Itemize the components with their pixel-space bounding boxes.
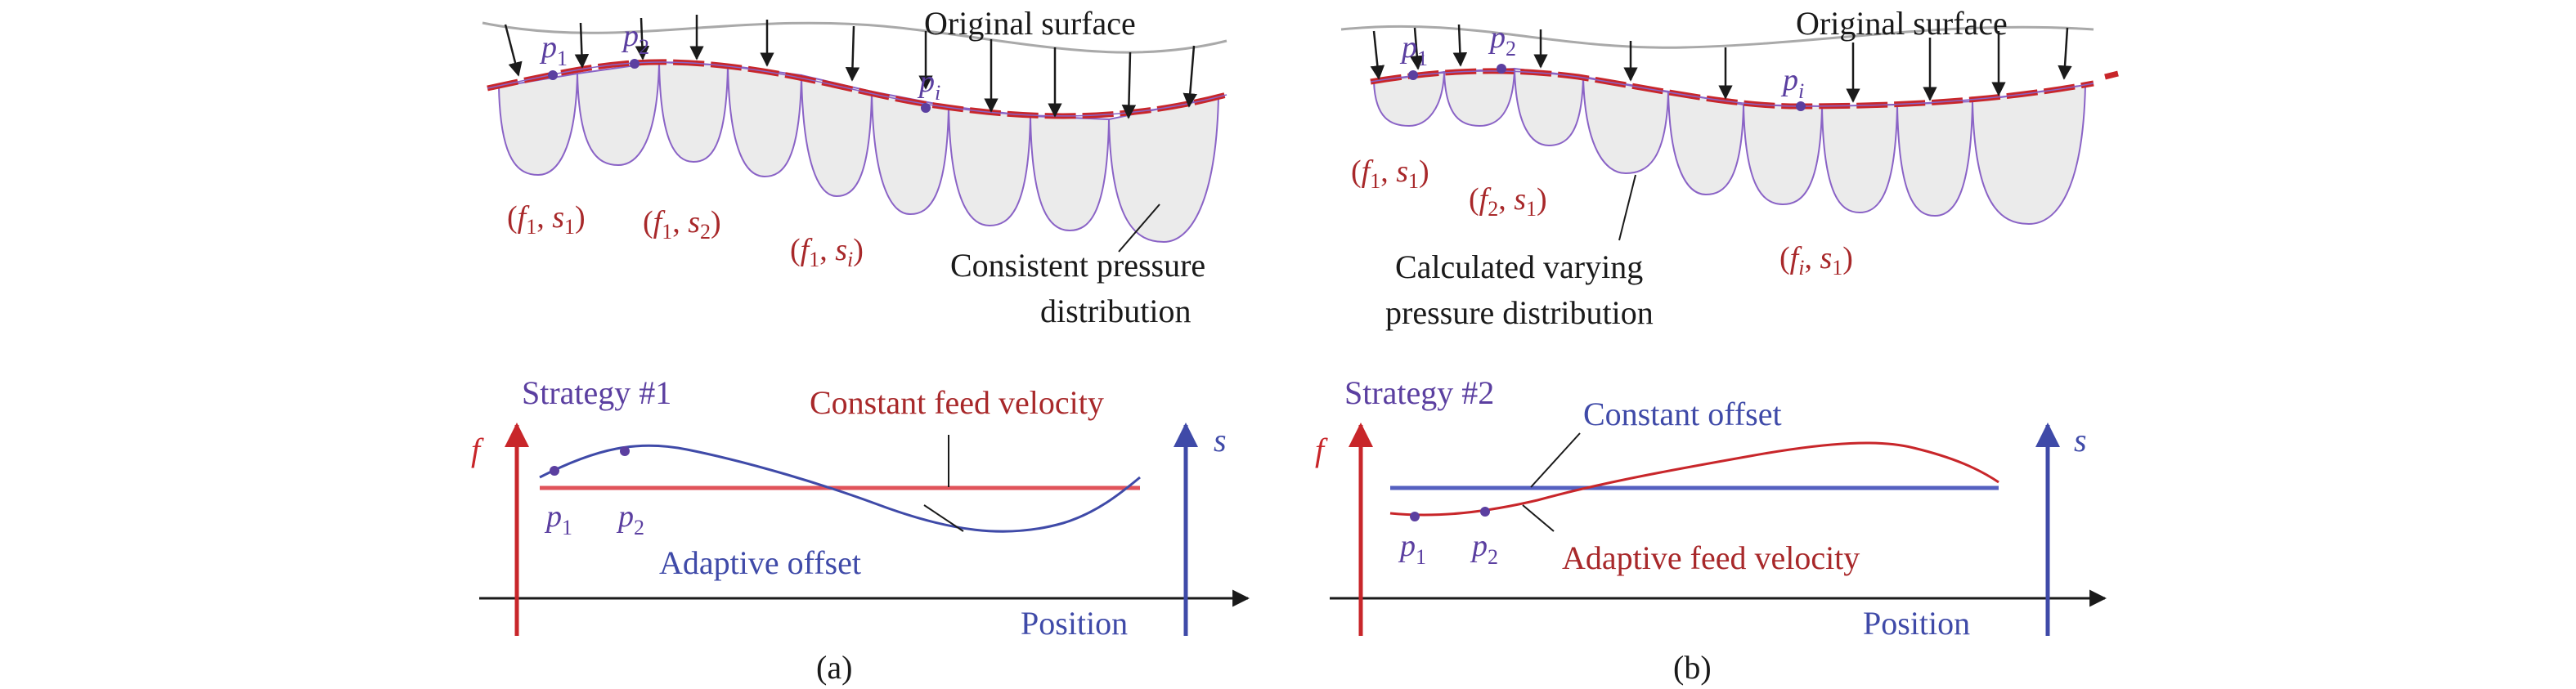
panel-b-strategy-label: Strategy #2 bbox=[1344, 374, 1494, 411]
panel-b-pressure-label-2: pressure distribution bbox=[1385, 294, 1654, 331]
panel-a-pressure-lobe-2 bbox=[576, 60, 661, 167]
panel-a-param-label-i: (f1, si) bbox=[790, 233, 864, 271]
panel-b-pressure-lobe-2 bbox=[1443, 67, 1516, 128]
panel-b-pressure-lobe-9 bbox=[1971, 83, 2087, 226]
panel-a-surface-label: Original surface bbox=[924, 5, 1136, 42]
panel-b-pressure-leader bbox=[1618, 174, 1636, 241]
panel-a-chart-p1-label: p1 bbox=[544, 499, 572, 539]
panel-a-param-label-1: (f1, s1) bbox=[507, 200, 586, 239]
panel-a-force-arrow-2 bbox=[574, 22, 590, 69]
panel-b-adaptive-label: Adaptive feed velocity bbox=[1562, 539, 1860, 576]
panel-b-pressure-lobe-6 bbox=[1742, 103, 1824, 206]
panel-a-caption: (a) bbox=[816, 649, 852, 686]
panel-b-top: Original surface p1 p2 pi (f1, s1) (f2, … bbox=[1340, 5, 2119, 331]
panel-b-force-arrow-3 bbox=[1452, 24, 1468, 67]
panel-a-chart-point-p2 bbox=[620, 446, 630, 456]
panel-a-point-pi bbox=[921, 103, 931, 113]
panel-b-p2-label: p2 bbox=[1488, 20, 1516, 60]
panel-b-constant-leader bbox=[1530, 432, 1581, 488]
panel-b-chart-p2-label: p2 bbox=[1470, 529, 1498, 569]
panel-a-force-arrow-11 bbox=[1183, 45, 1197, 108]
panel-b-caption: (b) bbox=[1673, 649, 1712, 686]
panel-a-point-p1 bbox=[548, 70, 558, 80]
panel-b-point-pi bbox=[1796, 101, 1806, 111]
panel-a-pressure-lobes bbox=[497, 60, 1220, 244]
panel-b-pi-label: pi bbox=[1780, 63, 1804, 103]
panel-b-pressure-lobe-7 bbox=[1820, 103, 1899, 214]
panel-a-original-surface bbox=[482, 21, 1227, 54]
panel-b-pressure-lobe-3 bbox=[1513, 67, 1585, 147]
panel-a-point-p2 bbox=[630, 59, 640, 69]
panel-a-pressure-lobe-1 bbox=[497, 72, 579, 177]
panel-b-pressure-lobe-8 bbox=[1896, 100, 1974, 217]
panel-a-constant-label: Constant feed velocity bbox=[810, 384, 1104, 421]
panel-a-pressure-lobe-5 bbox=[800, 74, 873, 198]
panel-b-param-label-2: (f2, s1) bbox=[1469, 182, 1547, 221]
panel-a-p1-label: p1 bbox=[539, 30, 568, 70]
panel-a-force-arrow-1 bbox=[504, 24, 523, 77]
panel-b-constant-label: Constant offset bbox=[1583, 396, 1782, 432]
panel-b-s-axis-label: s bbox=[2074, 422, 2087, 459]
panel-a-pressure-lobe-7 bbox=[947, 105, 1032, 227]
panel-a-f-axis-label: f bbox=[471, 432, 484, 468]
panel-b-f-axis-label: f bbox=[1315, 432, 1328, 468]
panel-b-position-label: Position bbox=[1863, 605, 1970, 642]
panel-a-pressure-label-2: distribution bbox=[1040, 293, 1191, 329]
panel-a-position-label: Position bbox=[1021, 605, 1128, 642]
panel-b-chart-point-p1 bbox=[1410, 512, 1420, 521]
panel-a-pressure-lobe-8 bbox=[1029, 114, 1111, 232]
panel-a-chart-p2-label: p2 bbox=[616, 499, 644, 539]
panel-a-p2-label: p2 bbox=[621, 19, 649, 59]
panel-b-force-arrow-1 bbox=[1370, 30, 1385, 80]
panel-b-pressure-label-1: Calculated varying bbox=[1395, 248, 1643, 285]
panel-a-bottom-chart: Strategy #1 Constant feed velocity Adapt… bbox=[471, 374, 1250, 686]
panel-a-force-arrow-6 bbox=[845, 25, 860, 82]
panel-b-force-arrows bbox=[1370, 24, 2072, 103]
panel-a-force-arrow-10 bbox=[1121, 51, 1137, 119]
panel-b-point-p2 bbox=[1497, 64, 1506, 74]
panel-b-adaptive-leader bbox=[1522, 504, 1555, 532]
panel-a-force-arrows bbox=[504, 15, 1197, 119]
panel-a-pressure-lobe-4 bbox=[726, 64, 803, 178]
panel-b-chart-point-p2 bbox=[1480, 507, 1490, 517]
panel-b-offset-tail bbox=[2104, 70, 2119, 80]
panel-a-strategy-label: Strategy #1 bbox=[522, 374, 671, 411]
panel-b-pressure-lobe-4 bbox=[1582, 75, 1670, 175]
panel-b-chart-p1-label: p1 bbox=[1398, 529, 1426, 569]
panel-b-pressure-lobes bbox=[1372, 67, 2087, 226]
panel-b-p1-label: p1 bbox=[1399, 30, 1428, 70]
panel-a-adaptive-offset-curve bbox=[539, 444, 1141, 533]
panel-a-pressure-lobe-9 bbox=[1107, 95, 1220, 244]
panel-b-pressure-lobe-5 bbox=[1667, 90, 1745, 196]
panel-b-param-label-1: (f1, s1) bbox=[1351, 154, 1429, 193]
panel-a-s-axis-label: s bbox=[1214, 422, 1227, 459]
panel-a-pressure-lobe-6 bbox=[870, 90, 950, 216]
panel-a-pressure-leader bbox=[1118, 204, 1160, 253]
panel-a-adaptive-leader bbox=[923, 504, 964, 532]
panel-a-chart-point-p1 bbox=[550, 466, 559, 476]
panel-a-force-arrow-3 bbox=[635, 17, 650, 60]
panel-b-point-p1 bbox=[1408, 70, 1418, 80]
panel-b-surface-label: Original surface bbox=[1796, 5, 2008, 42]
panel-b-force-arrow-10 bbox=[2058, 27, 2072, 80]
panel-a-pressure-label-1: Consistent pressure bbox=[950, 247, 1205, 284]
panel-b-offset-guide bbox=[1370, 70, 2094, 107]
panel-b-adaptive-feed-curve bbox=[1389, 441, 1999, 517]
panel-b-pressure-lobe-1 bbox=[1372, 70, 1446, 128]
panel-a-pressure-lobe-3 bbox=[657, 60, 729, 163]
panel-b-param-label-i: (fi, s1) bbox=[1779, 241, 1853, 280]
panel-a-adaptive-label: Adaptive offset bbox=[659, 544, 861, 581]
panel-a-top: Original surface p1 p2 pi (f1, s1) (f1, … bbox=[482, 5, 1227, 329]
panel-a-param-label-2: (f1, s2) bbox=[643, 205, 721, 244]
panel-a-offset-guide bbox=[487, 61, 1227, 117]
panel-b-bottom-chart: Strategy #2 Constant offset Adaptive fee… bbox=[1315, 374, 2107, 686]
panel-b-force-arrow-2 bbox=[1410, 27, 1425, 70]
panel-a-pi-label: pi bbox=[917, 65, 940, 105]
